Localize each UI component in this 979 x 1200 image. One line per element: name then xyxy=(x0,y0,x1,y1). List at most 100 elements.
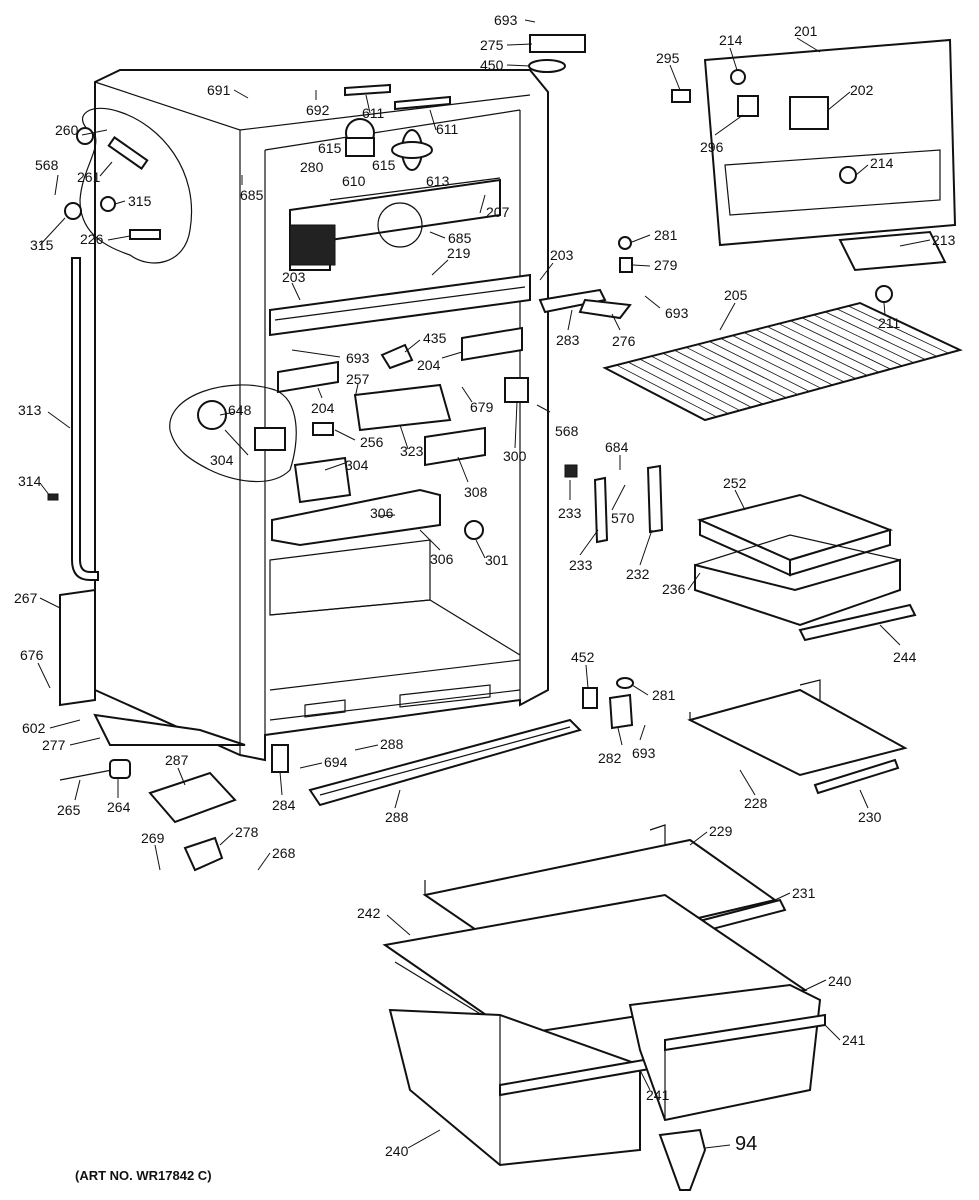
callout: 648 xyxy=(228,402,252,418)
drain-tube-313 xyxy=(71,257,99,581)
callout: 244 xyxy=(893,649,917,665)
callout: 240 xyxy=(828,973,852,989)
hinge-275 xyxy=(529,34,586,53)
callout: 602 xyxy=(22,720,46,736)
grommet-315 xyxy=(100,196,116,212)
callout: 280 xyxy=(300,159,324,175)
shelf-wire xyxy=(616,364,717,418)
callout: 284 xyxy=(272,797,296,813)
callout: 308 xyxy=(464,484,488,500)
light-socket-304 xyxy=(293,456,352,504)
hinge-450 xyxy=(528,59,566,73)
callout: 452 xyxy=(571,649,595,665)
callout: 692 xyxy=(306,102,330,118)
callout: 282 xyxy=(598,750,622,766)
plate-308 xyxy=(424,426,486,467)
callout: 300 xyxy=(503,448,527,464)
control-housing-323 xyxy=(353,383,452,432)
switch-278 xyxy=(183,836,224,872)
button-214 xyxy=(730,69,746,85)
callout: 281 xyxy=(652,687,676,703)
callout: 228 xyxy=(744,795,768,811)
side-panel-267 xyxy=(59,588,96,707)
pin-265 xyxy=(59,769,113,781)
cap-211 xyxy=(875,285,893,303)
bracket-204-right xyxy=(461,326,523,362)
callout: 315 xyxy=(30,237,54,253)
callout: 685 xyxy=(448,230,472,246)
crisper-drawer-right-240 xyxy=(628,983,826,1122)
callout: 287 xyxy=(165,752,189,768)
callout: 204 xyxy=(417,357,441,373)
callout: 205 xyxy=(724,287,748,303)
callout: 203 xyxy=(282,269,306,285)
callout: 202 xyxy=(850,82,874,98)
callout: 242 xyxy=(357,905,381,921)
callout: 233 xyxy=(558,505,582,521)
callout: 435 xyxy=(423,330,447,346)
fitting-315 xyxy=(64,202,82,220)
callout: 226 xyxy=(80,231,104,247)
timer-bubble xyxy=(169,384,297,483)
rail-244 xyxy=(798,603,917,642)
bracket-611-b xyxy=(394,95,451,111)
callout: 257 xyxy=(346,371,370,387)
rail-277 xyxy=(93,713,246,746)
callout: 267 xyxy=(14,590,38,606)
callout: 281 xyxy=(654,227,678,243)
callout: 295 xyxy=(656,50,680,66)
shelf-wire xyxy=(674,349,775,402)
control-panel-306 xyxy=(271,488,441,547)
callout: 693 xyxy=(632,745,656,761)
hinge-283 xyxy=(538,288,607,314)
callout: 230 xyxy=(858,809,882,825)
callout: 450 xyxy=(480,57,504,73)
callout: 323 xyxy=(400,443,424,459)
timer-648 xyxy=(197,400,227,430)
clip-233 xyxy=(564,464,578,478)
callout: 275 xyxy=(480,37,504,53)
callout-labels: 693 275 450 295 214 201 202 296 214 213 … xyxy=(14,12,956,1159)
callout: 615 xyxy=(318,140,342,156)
callout: 304 xyxy=(345,457,369,473)
callout: 611 xyxy=(362,105,385,121)
callout: 213 xyxy=(932,232,956,248)
shelf-wire xyxy=(720,338,822,389)
trim-230 xyxy=(813,758,900,795)
callout: 306 xyxy=(430,551,454,567)
shelf-wire xyxy=(685,346,787,399)
callout: 306 xyxy=(370,505,394,521)
wire-shelf-205 xyxy=(602,301,963,422)
callout: 279 xyxy=(654,257,678,273)
leveler-94 xyxy=(658,1128,707,1191)
shelf-wire xyxy=(627,361,729,414)
callout: 219 xyxy=(447,245,471,261)
callout: 288 xyxy=(380,736,404,752)
callout: 260 xyxy=(55,122,79,138)
evaporator-fan-assembly xyxy=(289,177,501,271)
shelf-wire xyxy=(743,332,845,383)
callout: 94 xyxy=(735,1133,757,1155)
plate-284 xyxy=(271,744,289,773)
bracket-282 xyxy=(608,693,634,730)
leader-lines xyxy=(37,19,931,1149)
callout: 236 xyxy=(662,581,686,597)
callout: 252 xyxy=(723,475,747,491)
callout: 229 xyxy=(709,823,733,839)
fan-motor-610 xyxy=(345,118,375,157)
light-shield-435 xyxy=(380,343,414,370)
bracket-204-left xyxy=(277,360,339,394)
support-233 xyxy=(593,476,609,544)
shelf-wire xyxy=(651,355,752,408)
callout: 685 xyxy=(240,187,264,203)
shelf-wire xyxy=(662,352,764,405)
callout: 277 xyxy=(42,737,66,753)
thermostat-300 xyxy=(504,377,529,403)
shelf-wire xyxy=(778,323,880,373)
ice-tray-213 xyxy=(838,230,947,272)
callout: 610 xyxy=(342,173,366,189)
callout: 204 xyxy=(311,400,335,416)
button-214-b xyxy=(839,166,857,184)
